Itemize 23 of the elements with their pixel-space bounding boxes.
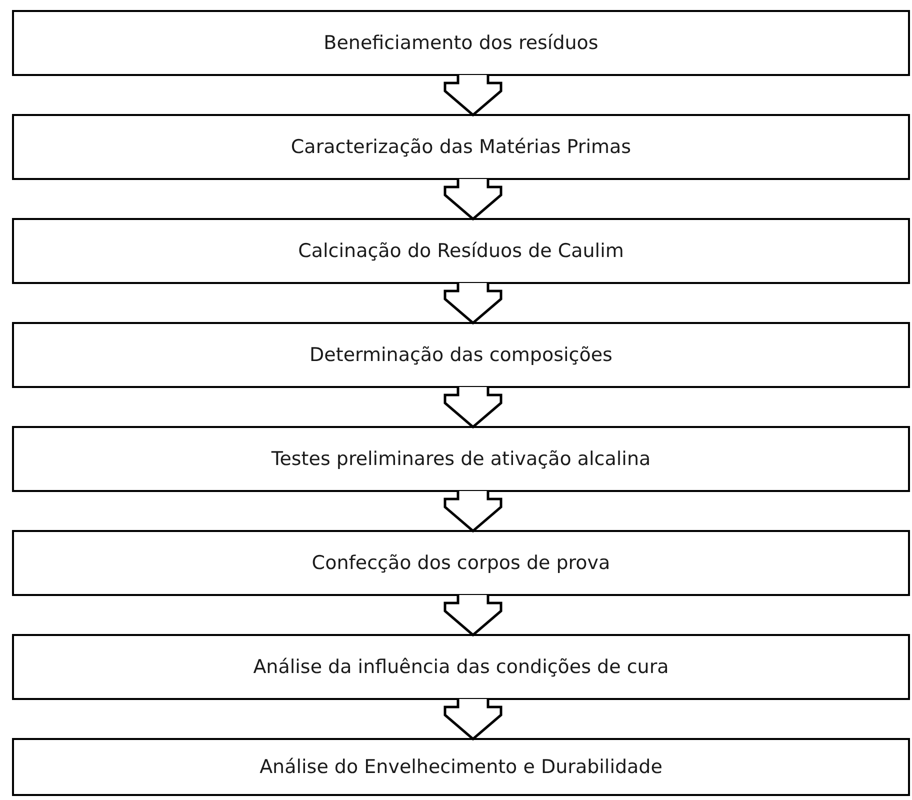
process-box (12, 322, 910, 388)
process-box (12, 10, 910, 76)
process-box (12, 218, 910, 284)
block-arrow (444, 178, 502, 221)
step-label: Calcinação do Resíduos de Caulim (298, 240, 624, 262)
process-box (12, 426, 910, 492)
block-arrow (444, 490, 502, 533)
process-box (12, 530, 910, 596)
block-arrow (444, 594, 502, 637)
step-label: Testes preliminares de ativação alcalina (271, 448, 651, 470)
block-arrow (444, 386, 502, 429)
step-label: Beneficiamento dos resíduos (324, 32, 598, 54)
block-arrow (444, 698, 502, 741)
process-box (12, 114, 910, 180)
process-box (12, 738, 910, 796)
block-arrow (444, 74, 502, 117)
step-label: Análise da influência das condições de cura (253, 656, 669, 678)
process-box (12, 634, 910, 700)
block-arrow (444, 282, 502, 325)
step-label: Análise do Envelhecimento e Durabilidade (260, 756, 662, 778)
step-label: Determinação das composições (310, 344, 612, 366)
step-label: Confecção dos corpos de prova (312, 552, 610, 574)
step-label: Caracterização das Matérias Primas (290, 136, 632, 158)
